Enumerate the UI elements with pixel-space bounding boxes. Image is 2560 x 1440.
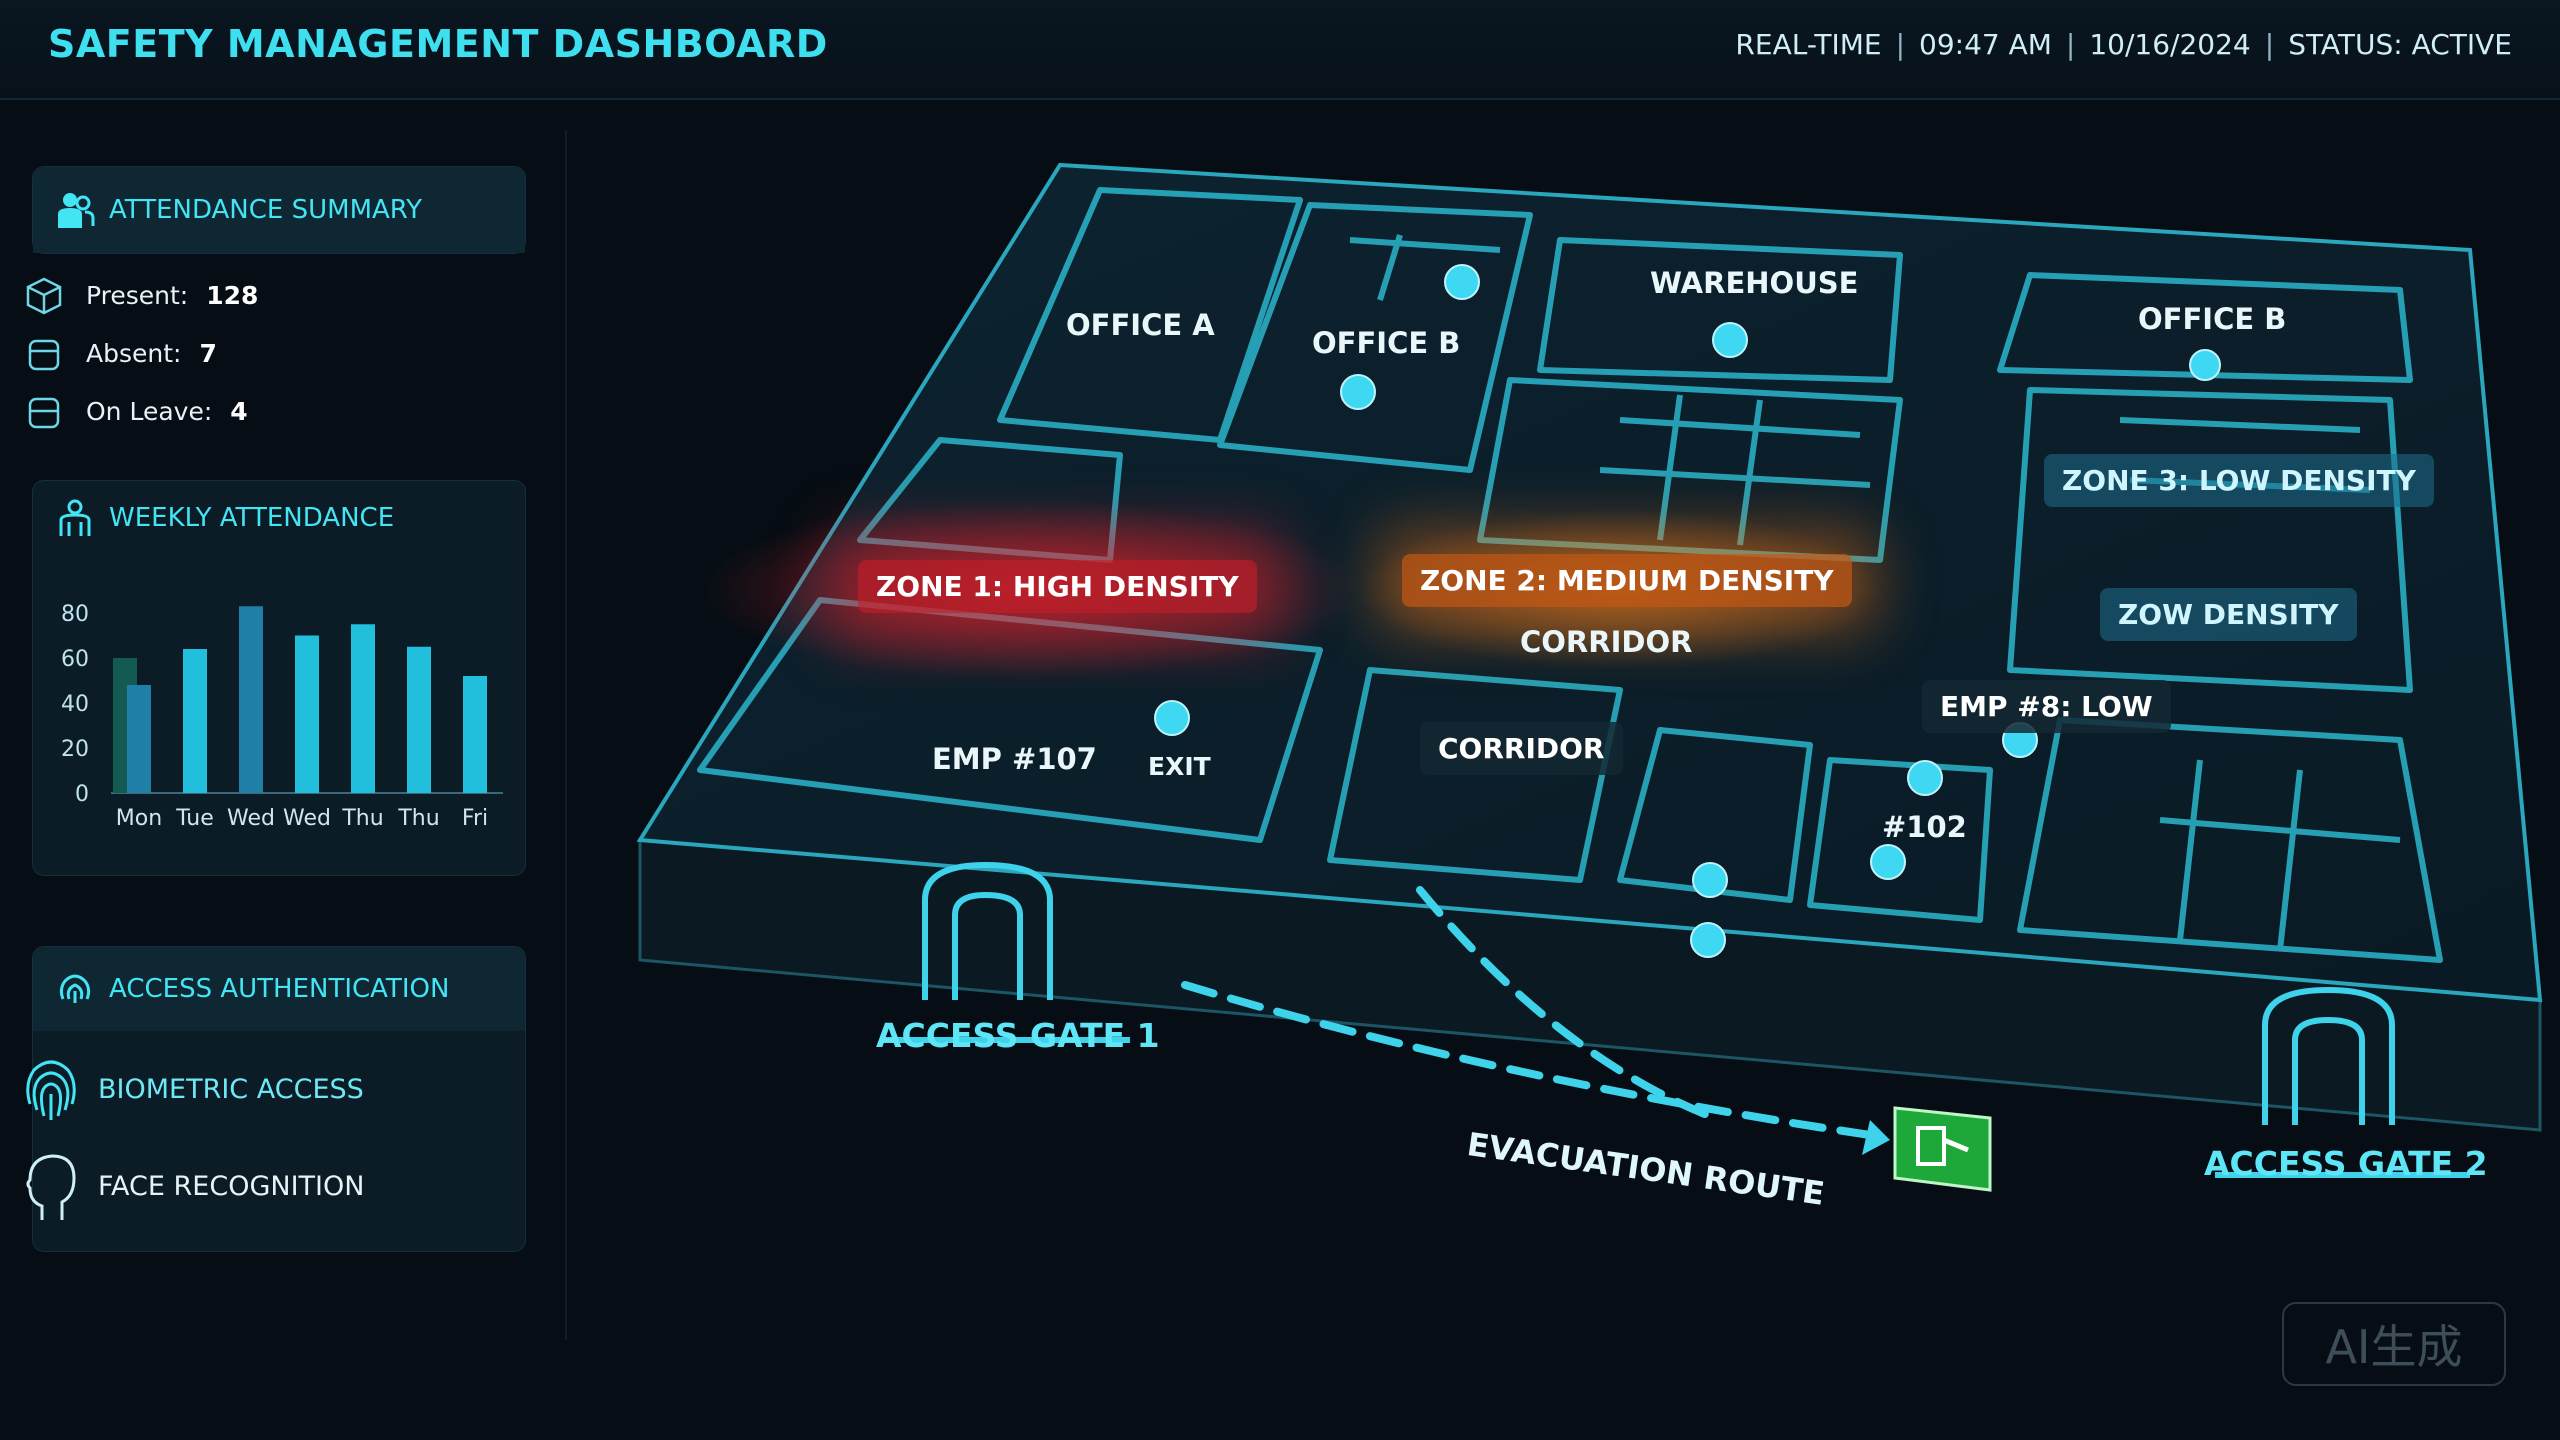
bar[interactable] bbox=[463, 676, 487, 793]
pin-icon bbox=[1340, 374, 1376, 410]
people-icon bbox=[59, 499, 91, 536]
x-tick-label: Fri bbox=[462, 806, 488, 831]
weekly-attendance-title: WEEKLY ATTENDANCE bbox=[109, 503, 395, 533]
evacuation-route bbox=[1181, 886, 1874, 1139]
present-row: Present: 128 bbox=[24, 275, 258, 315]
date-text: 10/16/2024 bbox=[2089, 28, 2251, 61]
status-text: STATUS: ACTIVE bbox=[2288, 28, 2512, 61]
room-office-b[interactable]: OFFICE B bbox=[1312, 326, 1461, 360]
employee-low-label[interactable]: EMP #8: LOW bbox=[1922, 680, 2171, 733]
employee-107-label[interactable]: EMP #107 bbox=[932, 742, 1097, 776]
access-gate-1-icon bbox=[880, 861, 1130, 1043]
pin-icon bbox=[1690, 922, 1726, 958]
zone3-label[interactable]: ZONE 3: LOW DENSITY bbox=[2044, 454, 2434, 507]
y-tick-label: 60 bbox=[61, 647, 89, 672]
corridor-label-2: CORRIDOR bbox=[1420, 722, 1623, 775]
access-auth-title: ACCESS AUTHENTICATION bbox=[109, 974, 450, 1004]
access-gate-2-icon bbox=[2215, 986, 2470, 1178]
exit-label: EXIT bbox=[1148, 752, 1211, 781]
status-bar: REAL-TIME | 09:47 AM | 10/16/2024 | STATUS: AC… bbox=[1735, 28, 2512, 61]
leave-value: 4 bbox=[230, 396, 248, 426]
present-value: 128 bbox=[206, 280, 259, 310]
x-tick-label: Wed bbox=[227, 806, 275, 831]
evacuation-arrow bbox=[1862, 1120, 1890, 1155]
bar[interactable] bbox=[183, 649, 207, 793]
fingerprint-lock-icon bbox=[59, 974, 91, 1003]
access-gate-2-label[interactable]: ACCESS GATE 2 bbox=[2204, 1144, 2488, 1183]
separator: | bbox=[2264, 28, 2275, 61]
room-warehouse[interactable]: WAREHOUSE bbox=[1650, 266, 1859, 300]
x-tick-label: Thu bbox=[397, 806, 439, 831]
bar[interactable] bbox=[239, 606, 263, 793]
x-tick-label: Thu bbox=[341, 806, 383, 831]
employee-102-label[interactable]: #102 bbox=[1882, 810, 1967, 844]
bar[interactable] bbox=[127, 685, 151, 793]
people-icon bbox=[58, 193, 95, 228]
fingerprint-icon bbox=[26, 1060, 76, 1120]
zone1-label[interactable]: ZONE 1: HIGH DENSITY bbox=[858, 560, 1257, 613]
pin-icon bbox=[1907, 760, 1943, 796]
pin-icon bbox=[1870, 844, 1906, 880]
time-text: 09:47 AM bbox=[1919, 28, 2052, 61]
absent-label: Absent: bbox=[86, 338, 182, 368]
biometric-access-label: BIOMETRIC ACCESS bbox=[98, 1073, 364, 1105]
y-tick-label: 20 bbox=[61, 737, 89, 762]
face-profile-icon bbox=[26, 1154, 76, 1220]
box-icon bbox=[28, 339, 60, 371]
bar[interactable] bbox=[351, 624, 375, 793]
bar[interactable] bbox=[295, 635, 319, 794]
leave-row: On Leave: 4 bbox=[24, 391, 248, 431]
absent-row: Absent: 7 bbox=[24, 333, 217, 373]
face-recognition-label: FACE RECOGNITION bbox=[98, 1170, 365, 1202]
present-label: Present: bbox=[86, 280, 189, 310]
x-tick-label: Tue bbox=[175, 806, 214, 831]
access-auth-header: ACCESS AUTHENTICATION bbox=[33, 947, 525, 1031]
box-icon bbox=[26, 277, 62, 315]
room-office-b2[interactable]: OFFICE B bbox=[2138, 302, 2287, 336]
divider bbox=[565, 130, 567, 1340]
pin-icon bbox=[2189, 349, 2221, 381]
separator: | bbox=[1895, 28, 1906, 61]
x-tick-label: Wed bbox=[283, 806, 331, 831]
absent-value: 7 bbox=[199, 338, 217, 368]
watermark: AI生成 bbox=[2282, 1302, 2506, 1386]
access-auth-panel: ACCESS AUTHENTICATION bbox=[32, 946, 526, 1252]
pin-icon bbox=[1692, 862, 1728, 898]
room-office-a[interactable]: OFFICE A bbox=[1066, 308, 1215, 342]
pin-icon bbox=[1444, 264, 1480, 300]
attendance-summary-panel: ATTENDANCE SUMMARY bbox=[32, 166, 526, 254]
pin-icon bbox=[1154, 700, 1190, 736]
weekly-attendance-header: WEEKLY ATTENDANCE bbox=[33, 481, 525, 555]
separator: | bbox=[2065, 28, 2076, 61]
access-gate-1-label[interactable]: ACCESS GATE 1 bbox=[876, 1016, 1160, 1055]
pin-icon bbox=[1712, 322, 1748, 358]
x-tick-label: Mon bbox=[116, 806, 162, 831]
exit-sign-icon bbox=[1893, 1106, 1992, 1192]
attendance-summary-title: ATTENDANCE SUMMARY bbox=[109, 195, 423, 225]
face-recognition-item[interactable]: FACE RECOGNITION bbox=[20, 1150, 364, 1222]
page-title: SAFETY MANAGEMENT DASHBOARD bbox=[48, 22, 828, 66]
bar[interactable] bbox=[407, 646, 431, 793]
biometric-access-item[interactable]: BIOMETRIC ACCESS bbox=[20, 1054, 364, 1124]
zone2-label[interactable]: ZONE 2: MEDIUM DENSITY bbox=[1402, 554, 1852, 607]
header-bar: SAFETY MANAGEMENT DASHBOARD REAL-TIME | 09… bbox=[0, 0, 2560, 100]
corridor-label: CORRIDOR bbox=[1520, 625, 1693, 659]
low-density-label[interactable]: ZOW DENSITY bbox=[2100, 588, 2357, 641]
y-tick-label: 80 bbox=[61, 602, 89, 627]
y-tick-label: 40 bbox=[61, 692, 89, 717]
y-tick-label: 0 bbox=[75, 782, 89, 807]
box-icon bbox=[28, 397, 60, 429]
leave-label: On Leave: bbox=[86, 396, 213, 426]
mode-text: REAL-TIME bbox=[1735, 28, 1882, 61]
attendance-summary-header: ATTENDANCE SUMMARY bbox=[33, 167, 525, 253]
